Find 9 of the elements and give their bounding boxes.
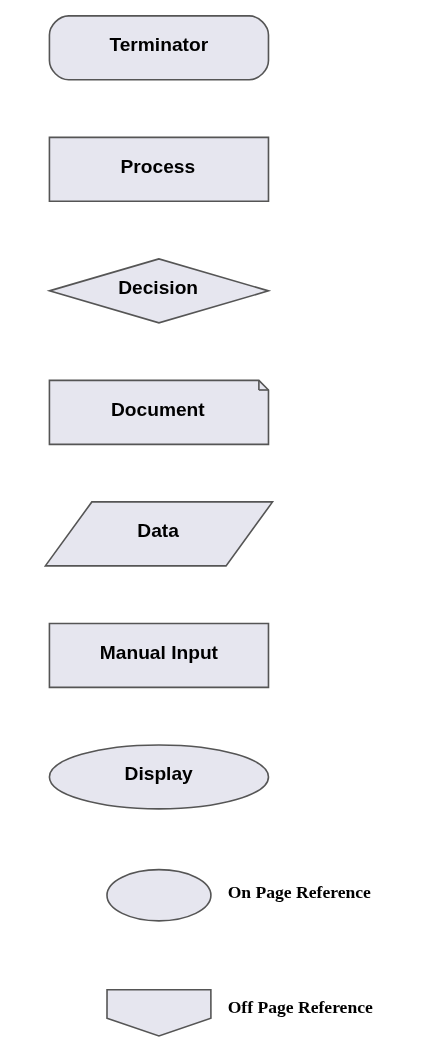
node-box: Manual Input — [48, 622, 269, 689]
node-label: On Page Reference — [227, 882, 371, 903]
node-box: Process — [48, 136, 269, 203]
node-ellipse: Display — [48, 744, 269, 810]
node-circle — [105, 868, 212, 922]
node-diamond: Decision — [46, 258, 271, 324]
node-box: Terminator — [48, 15, 269, 81]
node-pentagon — [105, 988, 212, 1037]
node-label: Off Page Reference — [227, 997, 373, 1018]
